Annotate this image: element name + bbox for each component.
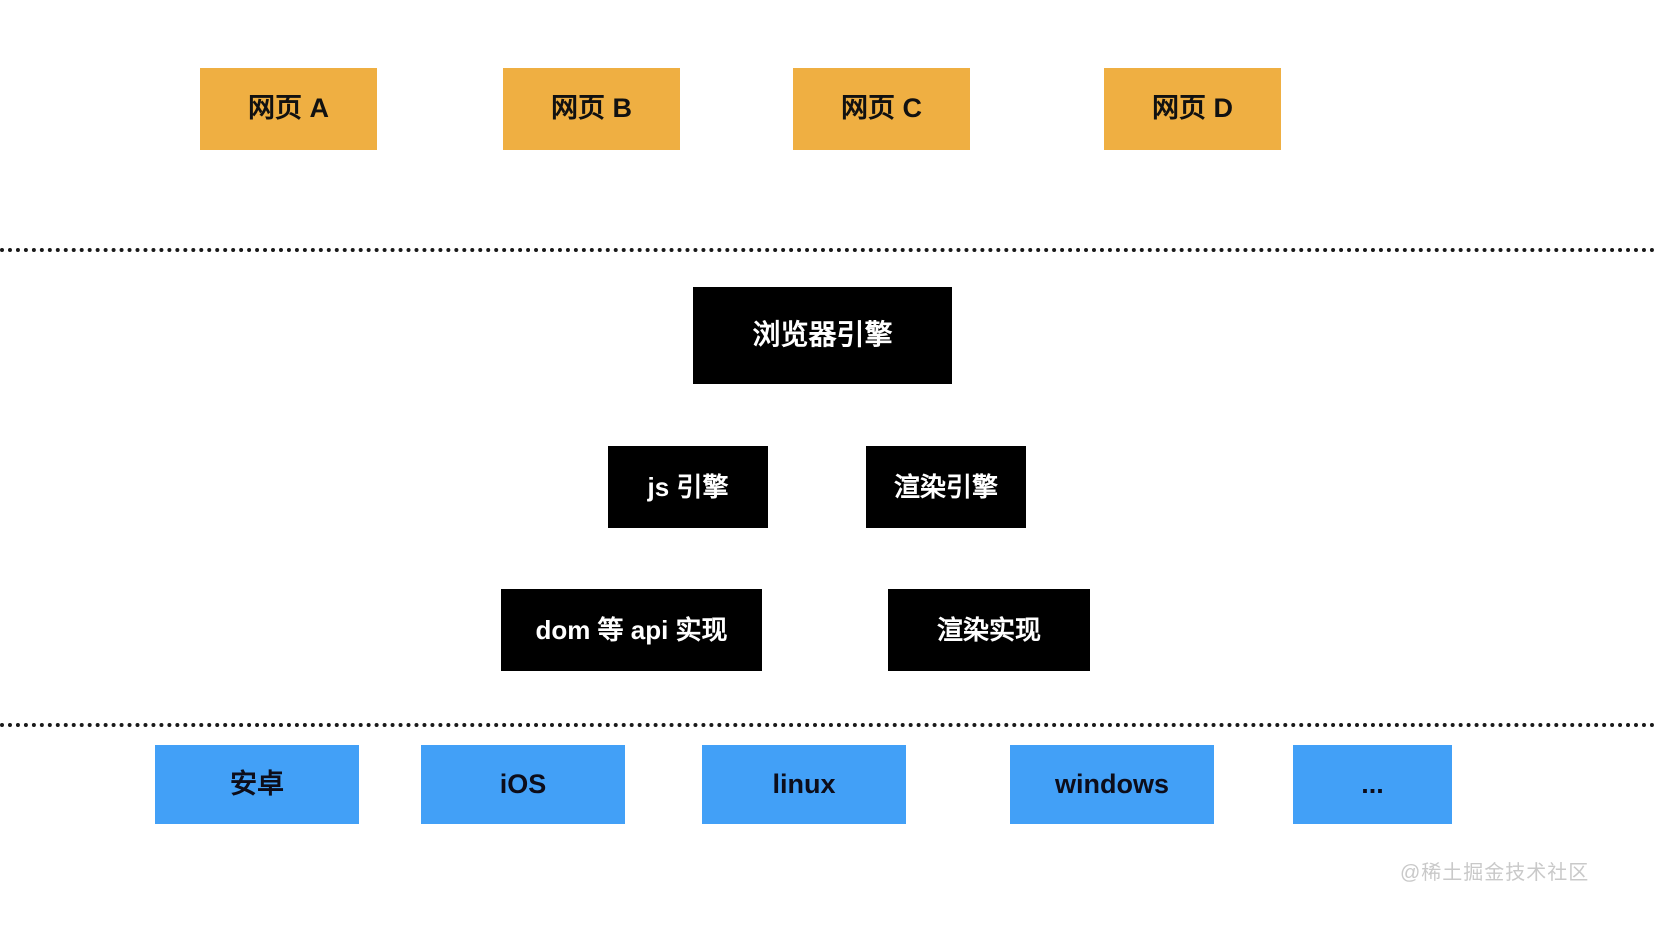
divider-pages-engines [0, 248, 1656, 252]
os-box-more: ... [1293, 745, 1452, 824]
os-box-android: 安卓 [155, 745, 359, 824]
web-page-box-b: 网页 B [503, 68, 680, 150]
os-box-windows: windows [1010, 745, 1214, 824]
watermark: @稀土掘金技术社区 [1400, 862, 1590, 884]
web-page-box-d: 网页 D [1104, 68, 1281, 150]
web-page-box-c: 网页 C [793, 68, 970, 150]
web-page-box-a: 网页 A [200, 68, 377, 150]
divider-engines-os [0, 723, 1656, 727]
dom-api-implementation-box: dom 等 api 实现 [501, 589, 762, 671]
render-engine-box: 渲染引擎 [866, 446, 1026, 528]
js-engine-box: js 引擎 [608, 446, 768, 528]
os-box-linux: linux [702, 745, 906, 824]
browser-engine-box: 浏览器引擎 [693, 287, 952, 384]
os-box-ios: iOS [421, 745, 625, 824]
render-implementation-box: 渲染实现 [888, 589, 1090, 671]
